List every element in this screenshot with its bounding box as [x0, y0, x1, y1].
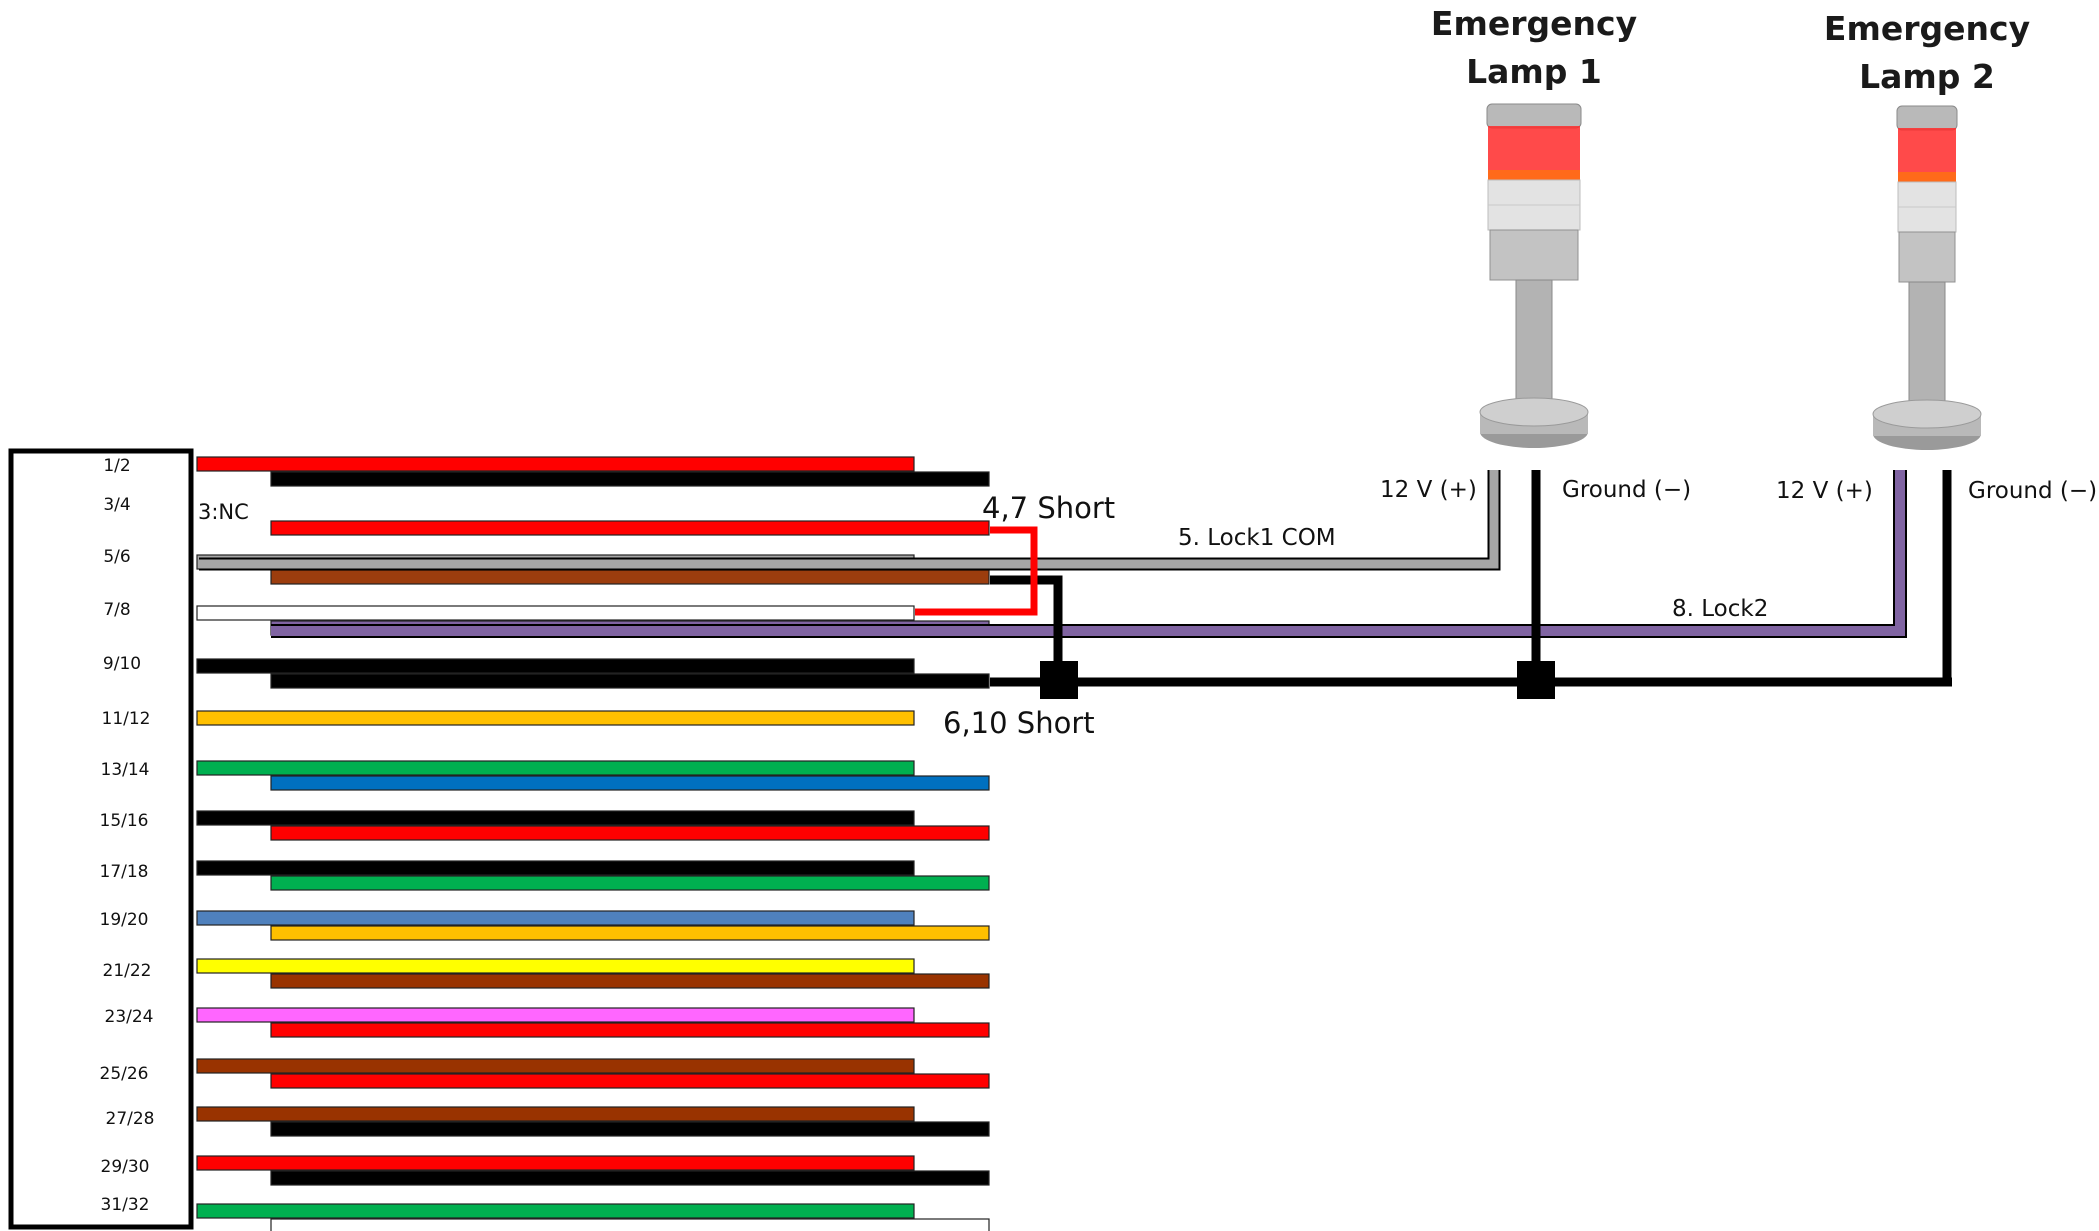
wire-pin-30 — [270, 1170, 990, 1186]
short-6-10-label: 6,10 Short — [943, 706, 1095, 740]
wire-pin-7 — [196, 605, 915, 621]
junction-6-10 — [1040, 661, 1078, 699]
wire-pin-21 — [196, 958, 915, 974]
pin-label-21-22: 21/22 — [103, 961, 152, 981]
lock2-wire — [271, 470, 1907, 638]
wire-pin-22 — [270, 973, 990, 989]
ground-bus — [990, 470, 1952, 699]
pin-label-25-26: 25/26 — [100, 1064, 149, 1084]
lamp-2-ground-label: Ground (−) — [1968, 478, 2097, 504]
lamp-1-plus-label: 12 V (+) — [1380, 477, 1477, 503]
emergency-lamp-2: Emergency Lamp 2 12 V (+) Ground (−) — [1776, 9, 2097, 504]
short-4-7-jumper — [915, 526, 1038, 616]
lamp-1-icon — [1479, 103, 1589, 448]
pin-label-29-30: 29/30 — [101, 1157, 150, 1177]
lamp-1-title-line1: Emergency — [1431, 4, 1637, 43]
lock1-wire — [199, 470, 1501, 571]
lamp-1-title-line2: Lamp 1 — [1466, 52, 1602, 91]
wire-pin-18 — [270, 875, 990, 891]
lock2-label: 8. Lock2 — [1672, 596, 1768, 622]
lamp-2-icon — [1872, 105, 1982, 450]
wire-pin-6 — [270, 569, 990, 585]
pin-label-1-2: 1/2 — [103, 456, 130, 476]
lamp-2-plus-label: 12 V (+) — [1776, 478, 1873, 504]
emergency-lamp-1: Emergency Lamp 1 12 V (+) Ground (−) — [1380, 4, 1691, 503]
wire-bundle — [196, 456, 990, 1231]
pin-label-23-24: 23/24 — [105, 1007, 154, 1027]
connector-housing — [8, 448, 194, 1230]
pin-label-9-10: 9/10 — [103, 654, 141, 674]
wire-pin-23 — [196, 1007, 915, 1023]
wire-pin-10 — [270, 673, 990, 689]
wire-pin-9 — [196, 658, 915, 674]
wire-pin-17 — [196, 860, 915, 876]
wire-pin-16 — [270, 825, 990, 841]
junction-lamp1-ground — [1517, 661, 1555, 699]
lamp-1-ground-label: Ground (−) — [1562, 477, 1691, 503]
wire-pin-20 — [270, 925, 990, 941]
pin-label-15-16: 15/16 — [100, 811, 149, 831]
pin-label-19-20: 19/20 — [100, 910, 149, 930]
lock1-label: 5. Lock1 COM — [1178, 525, 1336, 551]
pin-label-11-12: 11/12 — [102, 709, 151, 729]
wire-pin-11 — [196, 710, 915, 726]
wire-pin-15 — [196, 810, 915, 826]
wire-pin-4 — [270, 520, 990, 536]
short-4-7-label: 4,7 Short — [982, 491, 1115, 525]
wire-pin-27 — [196, 1106, 915, 1122]
wire-pin-25 — [196, 1058, 915, 1074]
wire-pin-28 — [270, 1121, 990, 1137]
pin-label-5-6: 5/6 — [103, 547, 130, 567]
wire-pin-1 — [196, 456, 915, 472]
wire-pin-31 — [196, 1203, 915, 1219]
wire-pin-32 — [270, 1218, 990, 1231]
wire-pin-14 — [270, 775, 990, 791]
lamp-2-title-line1: Emergency — [1824, 9, 2030, 48]
pin-label-7-8: 7/8 — [103, 600, 130, 620]
lamp-2-title-line2: Lamp 2 — [1859, 57, 1995, 96]
wire-pin-2 — [270, 471, 990, 487]
pin-label-3-4: 3/4 — [103, 495, 130, 515]
wire-pin-19 — [196, 910, 915, 926]
pin-label-27-28: 27/28 — [106, 1109, 155, 1129]
wire-pin-29 — [196, 1155, 915, 1171]
pin-label-13-14: 13/14 — [101, 760, 150, 780]
pin-labels: 1/2 3/4 5/6 7/8 9/10 11/12 13/14 15/16 17/18 19/2… — [100, 456, 155, 1215]
nc-note: 3:NC — [198, 500, 249, 524]
wire-pin-26 — [270, 1073, 990, 1089]
pin-label-31-32: 31/32 — [101, 1195, 150, 1215]
pin-label-17-18: 17/18 — [100, 862, 149, 882]
wire-pin-13 — [196, 760, 915, 776]
wire-pin-24 — [270, 1022, 990, 1038]
